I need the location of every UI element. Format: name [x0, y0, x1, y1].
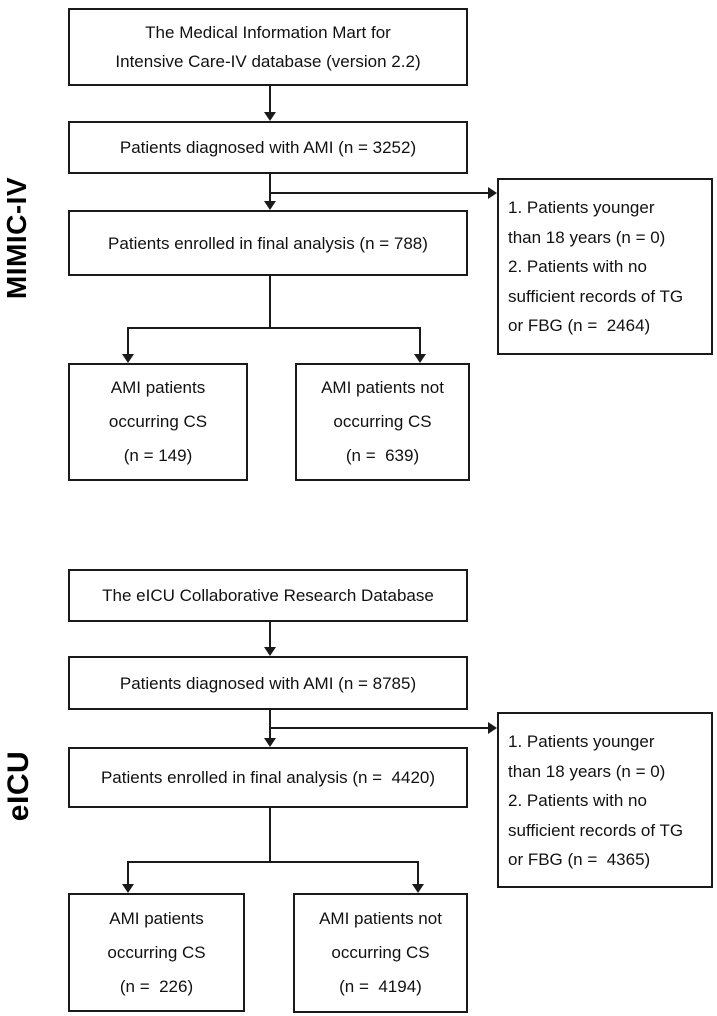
- eicu-no-cs-box: AMI patients not occurring CS (n = 4194): [293, 893, 468, 1013]
- eicu-branch-head-icon: [488, 722, 497, 734]
- eicu-side-label: eICU: [2, 750, 35, 822]
- mimic-cs-line1: AMI patients: [110, 378, 206, 397]
- eicu-exclusion-line2: than 18 years (n = 0): [508, 761, 666, 781]
- mimic-exclusion-line4: sufficient records of TG: [508, 286, 684, 306]
- mimic-enrolled-text: Patients enrolled in final analysis (n =…: [108, 233, 428, 253]
- mimic-cs-box: AMI patients occurring CS (n = 149): [68, 363, 248, 481]
- mimic-arrow1-head-icon: [264, 112, 276, 121]
- mimic-connector-stem: [269, 276, 271, 329]
- mimic-arrow1-line: [269, 86, 271, 113]
- eicu-arrow1-line: [269, 622, 271, 648]
- mimic-branch-head-icon: [488, 187, 497, 199]
- mimic-database-box: The Medical Information Mart for Intensi…: [68, 8, 468, 86]
- mimic-database-line2: Intensive Care-IV database (version 2.2): [115, 52, 421, 71]
- mimic-exclusion-line2: than 18 years (n = 0): [508, 227, 666, 247]
- mimic-branch-line: [269, 192, 489, 194]
- mimic-arrow2-line: [269, 174, 271, 202]
- eicu-exclusion-line4: sufficient records of TG: [508, 820, 684, 840]
- mimic-no-cs-line3: (n = 639): [345, 446, 420, 465]
- mimic-diagnosed-text: Patients diagnosed with AMI (n = 3252): [119, 138, 417, 157]
- eicu-connector-left-drop: [127, 861, 129, 885]
- eicu-connector-right-drop: [417, 861, 419, 885]
- mimic-exclusion-box: 1. Patients younger than 18 years (n = 0…: [497, 178, 713, 355]
- eicu-cs-box: AMI patients occurring CS (n = 226): [68, 893, 245, 1012]
- eicu-no-cs-line2: occurring CS: [331, 943, 430, 962]
- eicu-enrolled-box: Patients enrolled in final analysis (n =…: [68, 747, 468, 808]
- eicu-arrow2-line: [269, 710, 271, 739]
- eicu-diagnosed-text: Patients diagnosed with AMI (n = 8785): [119, 673, 417, 693]
- eicu-exclusion-line1: 1. Patients younger: [508, 732, 655, 751]
- mimic-no-cs-line1: AMI patients not: [321, 378, 444, 397]
- eicu-no-cs-line3: (n = 4194): [339, 977, 422, 996]
- mimic-enrolled-box: Patients enrolled in final analysis (n =…: [68, 210, 468, 276]
- eicu-exclusion-line5: or FBG (n = 4365): [508, 850, 651, 869]
- eicu-exclusion-line3: 2. Patients with no: [508, 791, 647, 810]
- eicu-cs-line3: (n = 226): [119, 976, 194, 996]
- eicu-connector-left-head-icon: [122, 884, 134, 893]
- eicu-cs-line1: AMI patients: [109, 908, 204, 928]
- mimic-arrow2-head-icon: [264, 201, 276, 210]
- eicu-cs-line2: occurring CS: [107, 942, 206, 962]
- mimic-diagnosed-box: Patients diagnosed with AMI (n = 3252): [68, 121, 468, 174]
- mimic-no-cs-line2: occurring CS: [333, 412, 432, 431]
- eicu-enrolled-text: Patients enrolled in final analysis (n =…: [100, 768, 436, 787]
- mimic-iv-side-label: MIMIC-IV: [1, 176, 32, 300]
- mimic-exclusion-line5: or FBG (n = 2464): [508, 316, 651, 335]
- mimic-connector-bar: [127, 327, 421, 329]
- mimic-cs-line2: occurring CS: [108, 412, 208, 431]
- eicu-connector-bar: [127, 861, 419, 863]
- eicu-connector-stem: [269, 808, 271, 863]
- mimic-connector-left-head-icon: [122, 354, 134, 363]
- mimic-cs-line3: (n = 149): [123, 446, 193, 465]
- mimic-connector-right-head-icon: [414, 354, 426, 363]
- eicu-exclusion-box: 1. Patients younger than 18 years (n = 0…: [497, 712, 713, 888]
- mimic-exclusion-line3: 2. Patients with no: [508, 257, 647, 276]
- eicu-database-box: The eICU Collaborative Research Database: [68, 569, 468, 622]
- mimic-connector-right-drop: [419, 327, 421, 355]
- eicu-arrow2-head-icon: [264, 738, 276, 747]
- mimic-no-cs-box: AMI patients not occurring CS (n = 639): [295, 363, 470, 481]
- mimic-connector-left-drop: [127, 327, 129, 355]
- eicu-no-cs-line1: AMI patients not: [319, 909, 442, 928]
- eicu-branch-line: [269, 727, 489, 729]
- eicu-connector-right-head-icon: [412, 884, 424, 893]
- mimic-database-line1: The Medical Information Mart for: [145, 23, 391, 42]
- eicu-diagnosed-box: Patients diagnosed with AMI (n = 8785): [68, 656, 468, 710]
- mimic-exclusion-line1: 1. Patients younger: [508, 198, 655, 217]
- eicu-database-text: The eICU Collaborative Research Database: [102, 586, 434, 605]
- eicu-arrow1-head-icon: [264, 647, 276, 656]
